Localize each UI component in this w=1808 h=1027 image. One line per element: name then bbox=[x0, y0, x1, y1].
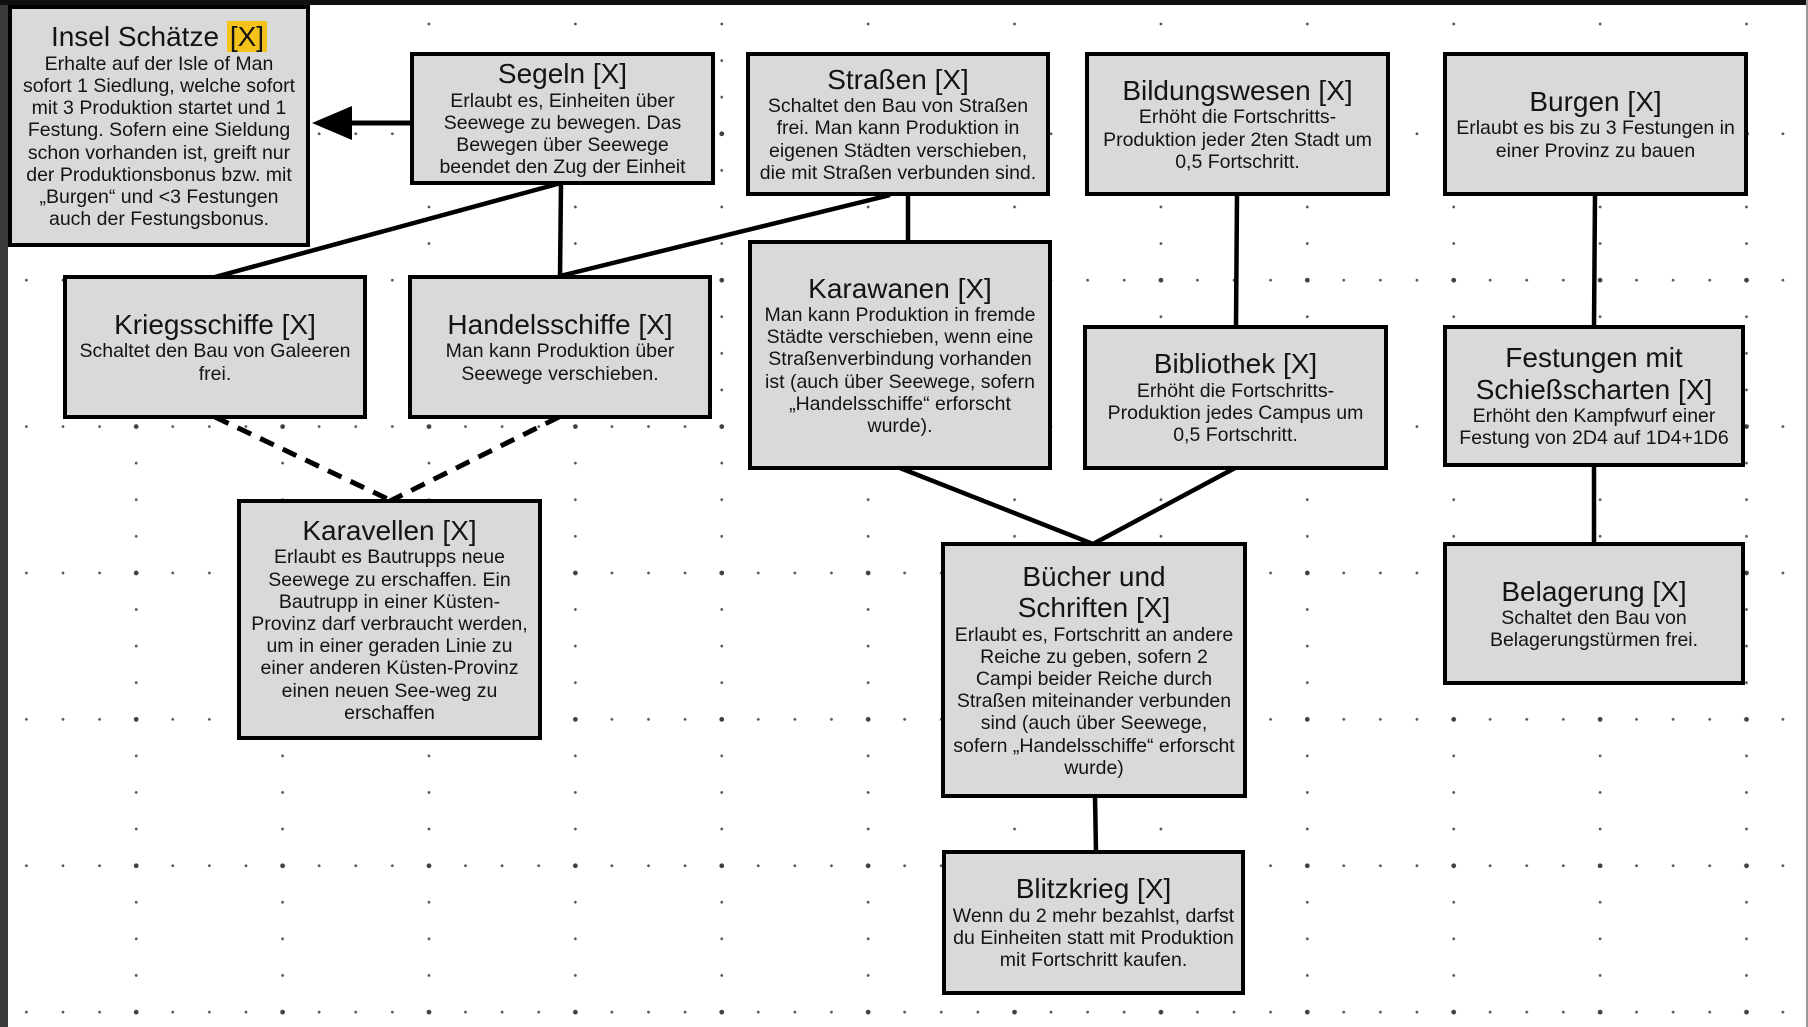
node-title-text: Insel Schätze bbox=[50, 21, 220, 53]
node-body: Erhöht die Fortschritts-Produktion jedes… bbox=[1107, 379, 1364, 447]
node-bibliothek[interactable]: Bibliothek [X] Erhöht die Fortschritts-P… bbox=[1083, 325, 1388, 470]
node-title: Handelsschiffe [X] bbox=[447, 309, 673, 341]
arrowhead-icon bbox=[312, 106, 352, 140]
node-blitzkrieg[interactable]: Blitzkrieg [X] Wenn du 2 mehr bezahlst, … bbox=[942, 850, 1245, 995]
node-body: Man kann Produktion in fremde Städte ver… bbox=[764, 304, 1036, 438]
node-title: Bücher und Schriften [X] bbox=[1017, 560, 1171, 624]
node-segeln[interactable]: Segeln [X] Erlaubt es, Einheiten über Se… bbox=[410, 52, 715, 185]
node-body: Erhalte auf der Isle of Man sofort 1 Sie… bbox=[22, 52, 296, 231]
node-body: Erlaubt es Bautrupps neue Seewege zu ers… bbox=[251, 546, 528, 724]
node-kriegsschiffe[interactable]: Kriegsschiffe [X] Schaltet den Bau von G… bbox=[63, 275, 367, 419]
node-title: Straßen [X] bbox=[827, 63, 969, 95]
canvas-top-border bbox=[0, 0, 1808, 5]
node-body: Erlaubt es, Fortschritt an andere Reiche… bbox=[953, 623, 1235, 779]
node-bildungswesen[interactable]: Bildungswesen [X] Erhöht die Fortschritt… bbox=[1085, 52, 1390, 196]
canvas-right-border bbox=[1806, 0, 1808, 1027]
node-body: Schaltet den Bau von Galeeren frei. bbox=[79, 340, 351, 385]
node-title: Karawanen [X] bbox=[808, 272, 992, 304]
edge-kriegsschiffe-karavellen[interactable] bbox=[213, 414, 394, 504]
node-body: Erhöht den Kampfwurf einer Festung von 2… bbox=[1459, 405, 1729, 450]
edge-bildungswesen-bibliothek[interactable] bbox=[1233, 193, 1240, 328]
node-insel-schaetze[interactable]: Insel Schätze [X] Erhalte auf der Isle o… bbox=[8, 5, 310, 247]
node-title: Belagerung [X] bbox=[1501, 575, 1687, 607]
node-title: Bildungswesen [X] bbox=[1122, 74, 1353, 106]
canvas-left-border bbox=[0, 0, 8, 1027]
node-buecher-und-schriften[interactable]: Bücher und Schriften [X] Erlaubt es, For… bbox=[941, 542, 1247, 798]
edge-bibliothek-buecher[interactable] bbox=[1091, 466, 1237, 546]
node-handelsschiffe[interactable]: Handelsschiffe [X] Man kann Produktion ü… bbox=[408, 275, 712, 419]
edge-segeln-insel-schaetze[interactable] bbox=[312, 106, 410, 140]
node-title: Insel Schätze [X] bbox=[50, 21, 268, 53]
node-body: Erlaubt es, Einheiten über Seewege zu be… bbox=[439, 89, 686, 179]
node-title: Kriegsschiffe [X] bbox=[114, 309, 316, 341]
node-title: Blitzkrieg [X] bbox=[1015, 873, 1172, 905]
node-karawanen[interactable]: Karawanen [X] Man kann Produktion in fre… bbox=[748, 240, 1052, 470]
node-strassen[interactable]: Straßen [X] Schaltet den Bau von Straßen… bbox=[746, 52, 1050, 196]
node-title: Bibliothek [X] bbox=[1153, 348, 1318, 380]
edge-segeln-kriegsschiffe[interactable] bbox=[214, 180, 562, 280]
node-burgen[interactable]: Burgen [X] Erlaubt es bis zu 3 Festungen… bbox=[1443, 52, 1748, 196]
edge-segeln-handelsschiffe[interactable] bbox=[557, 182, 564, 278]
edge-karawanen-buecher[interactable] bbox=[899, 465, 1094, 547]
node-karavellen[interactable]: Karavellen [X] Erlaubt es Bautrupps neue… bbox=[237, 499, 542, 740]
node-body: Wenn du 2 mehr bezahlst, darfst du Einhe… bbox=[952, 904, 1235, 972]
edge-burgen-festungen[interactable] bbox=[1591, 193, 1598, 328]
node-belagerung[interactable]: Belagerung [X] Schaltet den Bau von Bela… bbox=[1443, 542, 1745, 685]
node-body: Erhöht die Fortschritts-Produktion jeder… bbox=[1103, 106, 1372, 173]
node-title: Burgen [X] bbox=[1529, 86, 1662, 118]
node-title: Segeln [X] bbox=[497, 58, 628, 90]
highlighted-tag: [X] bbox=[226, 21, 268, 53]
node-title: Karavellen [X] bbox=[302, 514, 477, 546]
node-body: Erlaubt es bis zu 3 Festungen in einer P… bbox=[1456, 117, 1735, 162]
node-title: Festungen mit Schießscharten [X] bbox=[1475, 342, 1713, 405]
edge-strassen-handelsschiffe[interactable] bbox=[559, 192, 891, 279]
node-festungen-mit-schiessscharten[interactable]: Festungen mit Schießscharten [X] Erhöht … bbox=[1443, 325, 1745, 467]
edge-buecher-blitzkrieg[interactable] bbox=[1092, 795, 1099, 853]
edge-handelsschiffe-karavellen[interactable] bbox=[388, 414, 561, 504]
node-body: Man kann Produktion über Seewege verschi… bbox=[445, 340, 675, 385]
node-body: Schaltet den Bau von Straßen frei. Man k… bbox=[759, 95, 1037, 184]
node-body: Schaltet den Bau von Belagerungstürmen f… bbox=[1489, 606, 1699, 652]
